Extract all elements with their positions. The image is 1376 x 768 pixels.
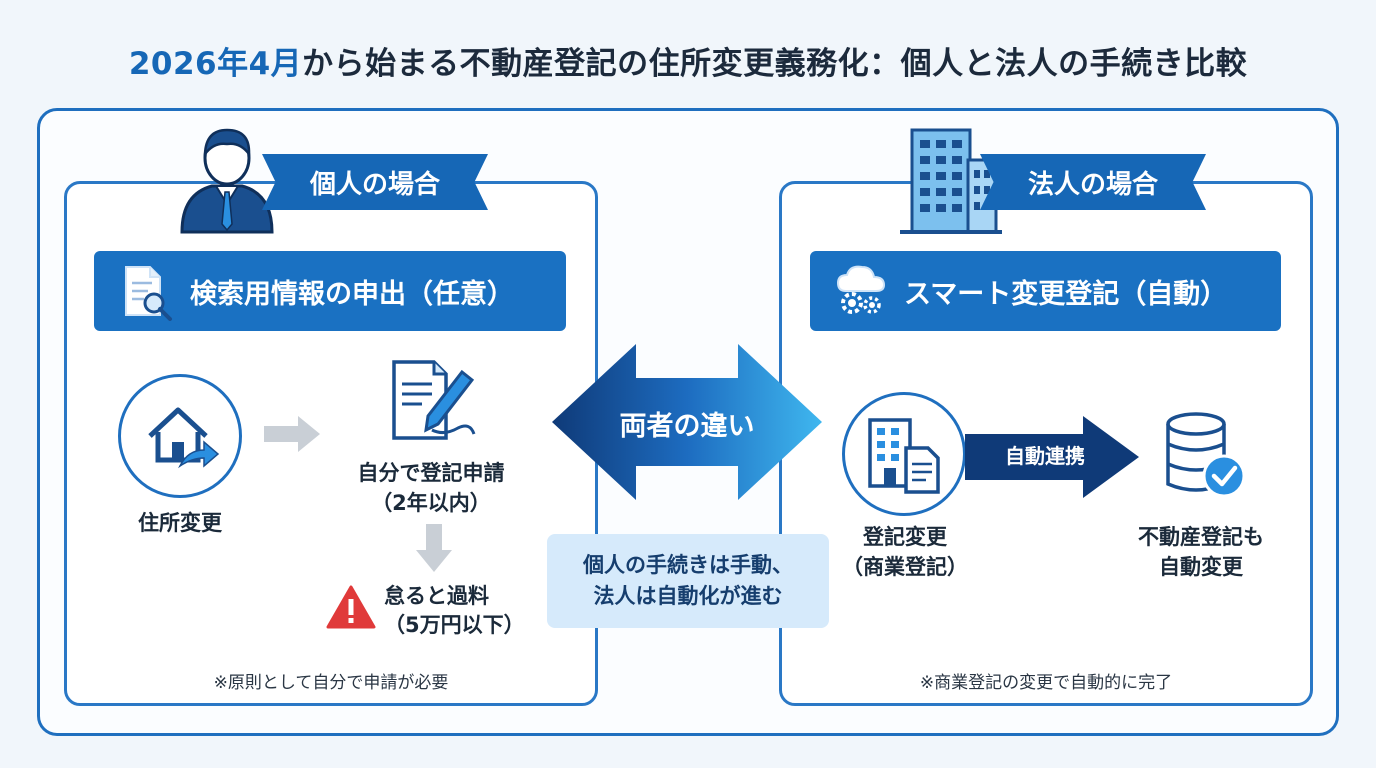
penalty-line1: 怠ると過料 [384, 584, 489, 608]
title-text: から始まる不動産登記の住所変更義務化：個人と法人の手続き比較 [302, 46, 1248, 82]
corporation-step1-label: 登記変更 （商業登記） [820, 522, 990, 582]
difference-label: 両者の違い [619, 411, 755, 442]
corporation-note: ※商業登記の変更で自動的に完了 [919, 673, 1173, 693]
corporation-heading: 法人の場合 [980, 154, 1206, 210]
company-document-circle [842, 392, 966, 516]
corporation-step2-line2: 自動変更 [1159, 555, 1243, 579]
individual-method-bar: 検索用情報の申出（任意） [94, 251, 566, 331]
grey-arrow-down-icon [416, 524, 452, 572]
double-arrow-icon [552, 344, 822, 500]
summary-line1: 個人の手続きは手動、 [583, 553, 793, 577]
individual-step1-label: 住所変更 [138, 511, 222, 535]
summary-line2: 法人は自動化が進む [593, 584, 783, 608]
corporation-method-bar: スマート変更登記（自動） [810, 251, 1281, 331]
corporation-step2-line1: 不動産登記も [1138, 525, 1264, 549]
corporation-method-label: スマート変更登記（自動） [904, 278, 1228, 310]
individual-step2-label: 自分で登記申請 （2年以内） [336, 458, 526, 518]
house-move-icon [148, 407, 220, 469]
cloud-gears-icon [836, 265, 886, 314]
corporation-step2-label: 不動産登記も 自動変更 [1116, 522, 1286, 582]
individual-method-label: 検索用情報の申出（任意） [190, 278, 514, 310]
house-move-circle [118, 374, 242, 498]
individual-note: ※原則として自分で申請が必要 [213, 673, 449, 693]
title-date: 2026年4月 [128, 46, 303, 82]
individual-step2-line1: 自分で登記申請 [357, 461, 505, 485]
penalty-label: 怠ると過料 （5万円以下） [384, 582, 525, 640]
company-document-icon [868, 418, 940, 494]
warning-icon [326, 585, 376, 629]
individual-step2-line2: （2年以内） [371, 491, 491, 515]
grey-arrow-right-icon [264, 416, 320, 452]
auto-link-arrow-icon [965, 416, 1139, 498]
office-building-icon [900, 128, 1002, 234]
database-check-icon [1166, 412, 1246, 498]
page-title: 2026年4月から始まる不動産登記の住所変更義務化：個人と法人の手続き比較 [0, 38, 1376, 83]
corporation-step1-line1: 登記変更 [863, 525, 947, 549]
individual-heading: 個人の場合 [262, 154, 488, 210]
document-search-icon [125, 266, 172, 321]
penalty-line2: （5万円以下） [384, 613, 525, 637]
summary-box: 個人の手続きは手動、 法人は自動化が進む [547, 534, 829, 628]
document-pen-icon [392, 360, 476, 440]
businessman-icon [180, 128, 274, 234]
corporation-step1-line2: （商業登記） [842, 555, 968, 579]
auto-link-label: 自動連携 [1005, 444, 1085, 468]
